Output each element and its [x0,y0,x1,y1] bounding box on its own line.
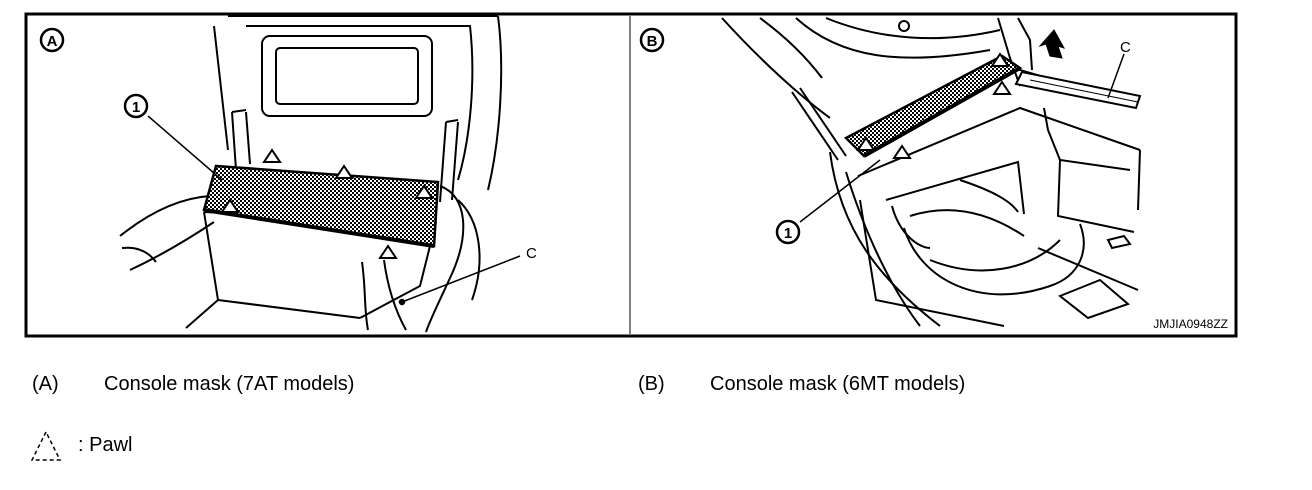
legend-pawl-icon [30,430,62,461]
pawl-markers-a [220,148,434,259]
callout-1-b: 1 [775,219,801,245]
callout-1-a: 1 [123,93,149,119]
panel-a-letter: A [39,27,65,53]
pawl-icon [990,52,1010,67]
leaders-b [799,53,1125,223]
callout-1-b-text: 1 [784,225,792,242]
figure-frame [24,12,1238,338]
figure-code: JMJIA0948ZZ [1153,317,1228,331]
pawl-icon [334,164,354,179]
pawl-icon [892,144,912,159]
trim-tool-b [1014,70,1142,110]
caption-b-text: Console mask (6MT models) [710,373,966,395]
panel-b-letter: B [639,27,665,53]
panel-b-letter-text: B [647,33,658,50]
pawl-icon [378,244,398,259]
pawl-icon [262,148,282,163]
pawl-icon [220,198,240,213]
label-c-b: C [1120,39,1131,56]
legend-text: : Pawl [78,434,133,456]
caption-a-text: Console mask (7AT models) [104,373,355,395]
pawl-icon [414,184,434,199]
pawl-icon [856,136,876,151]
caption-a-key: (A) [32,373,59,395]
callout-1-a-text: 1 [132,99,140,116]
panel-a-letter-text: A [47,33,58,50]
pawl-markers-b [856,52,1012,159]
label-c-a: C [526,245,537,262]
leaders-a [147,115,521,306]
caption-b-key: (B) [638,373,665,395]
lift-arrow-icon [1038,29,1066,59]
pawl-icon [992,80,1012,95]
